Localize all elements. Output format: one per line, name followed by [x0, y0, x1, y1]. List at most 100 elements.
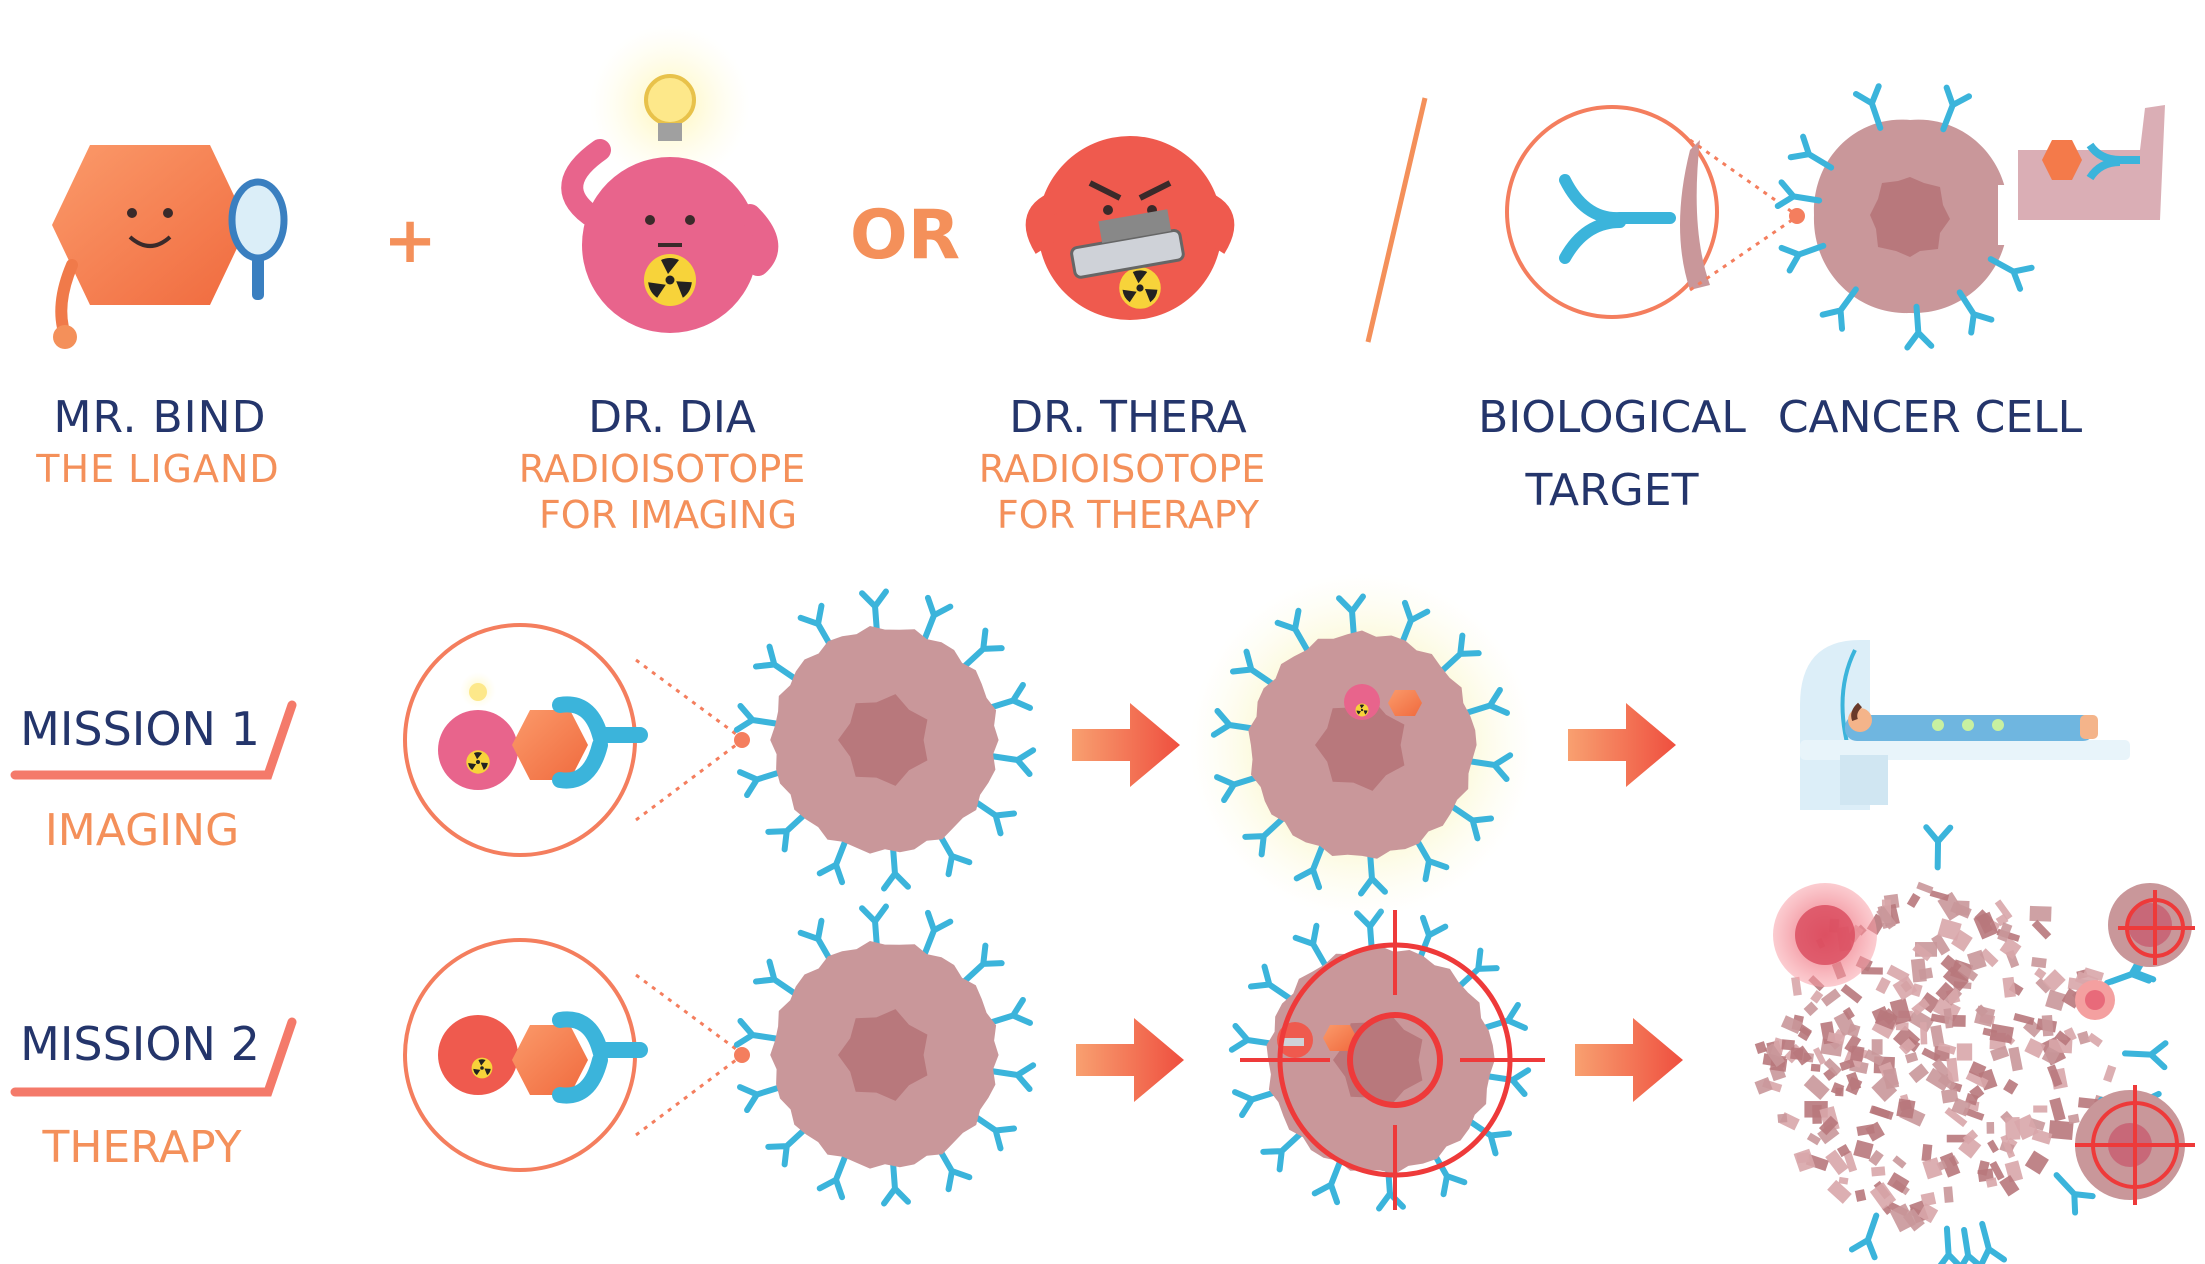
cell-fragment — [2031, 956, 2047, 969]
cell-fragment — [1962, 1107, 1985, 1121]
cell-fragment — [2054, 1030, 2071, 1046]
receptor — [985, 996, 1033, 1027]
cell-fragment — [2024, 1037, 2046, 1059]
receptor — [1937, 1225, 1962, 1264]
cell-fragment — [1871, 1166, 1886, 1177]
cell-fragment — [1958, 1135, 1982, 1159]
mission-1-title: MISSION 1 — [20, 702, 260, 756]
receptor — [752, 643, 799, 683]
plus-sign: + — [383, 204, 437, 278]
cell-fragment — [1929, 890, 1950, 902]
cell-fragment — [1989, 1023, 2014, 1044]
cell-fragment — [1920, 1191, 1937, 1207]
receptor — [797, 602, 835, 650]
cell-fragment — [1943, 1008, 1954, 1029]
receptor — [1242, 815, 1286, 858]
cell-fragment — [1898, 1038, 1916, 1055]
cell-fragment — [1921, 1144, 1933, 1162]
receptor — [1778, 242, 1827, 274]
cell-fragment — [1839, 1058, 1855, 1071]
cell-fragment — [1906, 893, 1921, 909]
receptor — [1462, 686, 1510, 717]
cell-fragment — [2013, 1012, 2035, 1026]
cell-fragment — [1865, 1121, 1885, 1142]
divider-slash — [1365, 97, 1428, 343]
or-word: OR — [850, 196, 960, 275]
cell-fragment — [1939, 1152, 1961, 1178]
ligand-binding-inset — [2018, 105, 2165, 220]
cell-fragment — [1889, 1203, 1916, 1233]
dr-thera-name: DR. THERA — [1009, 392, 1247, 443]
cell-fragment — [1974, 909, 1994, 929]
cell-fragment — [1908, 1008, 1935, 1033]
receptor — [1456, 947, 1500, 990]
dying-cells — [1773, 883, 2195, 1205]
cell-fragment — [2041, 1014, 2054, 1037]
cell-fragment — [2048, 1120, 2074, 1140]
cell-fragment — [1849, 1045, 1865, 1062]
receptor — [1940, 84, 1973, 133]
cell-fragment — [2103, 1064, 2117, 1083]
cell-fragment — [1898, 1099, 1912, 1111]
mr-bind-character — [52, 145, 288, 349]
receptor — [859, 588, 889, 636]
cell-nucleus — [838, 694, 928, 786]
receptor — [1448, 802, 1495, 842]
cell-fragment — [2083, 967, 2104, 982]
receptor — [1959, 1226, 1983, 1264]
receptor — [859, 903, 889, 951]
cell-fragment — [1754, 1041, 1768, 1055]
cell-fragment — [1986, 1121, 1995, 1134]
cell-fragment — [1977, 1160, 1990, 1176]
cell-fragment — [1847, 1023, 1861, 1038]
mission-1-binding-zoom — [403, 623, 750, 857]
pet-scanner — [1800, 640, 2130, 810]
cell-fragment — [1942, 966, 1969, 992]
cell-fragment — [1937, 1074, 1957, 1091]
receptor — [1292, 922, 1330, 970]
receptor — [1293, 842, 1326, 891]
arrow-m1-step2 — [1568, 703, 1676, 787]
cell-fragment — [1937, 1042, 1957, 1055]
cell-fragment — [1854, 1189, 1867, 1202]
cell-fragment — [2029, 905, 2052, 922]
receptor — [1774, 179, 1823, 210]
receptor — [816, 1152, 849, 1201]
cell-fragment — [1892, 1155, 1907, 1169]
receptor — [733, 703, 782, 733]
receptor — [881, 844, 911, 892]
cell-fragment — [1919, 1022, 1928, 1045]
receptor — [733, 1018, 782, 1048]
cell-fragment — [1911, 998, 1930, 1016]
cell-fragment — [1930, 1024, 1945, 1047]
cell-fragment — [1994, 899, 2013, 921]
cell-fragment — [2000, 1134, 2016, 1159]
receptor — [1466, 1117, 1513, 1157]
cell-fragment — [2041, 1046, 2060, 1065]
target-label-line2: TARGET — [1525, 465, 1699, 516]
cell-fragment — [1813, 1047, 1827, 1065]
receptor — [816, 837, 849, 886]
cell-fragment — [1835, 1087, 1844, 1097]
cell-fragment — [1827, 1031, 1846, 1045]
cell-fragment — [2008, 1046, 2023, 1072]
mission-1-header: MISSION 1 IMAGING — [10, 700, 297, 856]
receptor — [971, 797, 1018, 837]
cell-fragment — [1868, 1149, 1884, 1166]
cell-fragment — [1887, 1172, 1910, 1194]
cell-fragment — [1918, 1203, 1939, 1224]
dr-thera-role-line2: FOR THERAPY — [997, 493, 1260, 537]
cell-fragment — [1937, 918, 1962, 941]
receptor — [1260, 1130, 1304, 1173]
receptor — [1904, 303, 1935, 351]
cell-fragment — [1817, 1122, 1840, 1145]
cell-fragment — [1853, 1139, 1874, 1160]
cell-fragment — [1827, 1179, 1852, 1204]
cell-fragment — [1875, 976, 1891, 995]
cell-fragment — [2067, 1113, 2080, 1125]
cell-fragment — [1823, 1057, 1842, 1076]
arrow-m1-step1 — [1072, 703, 1180, 787]
dr-dia-character — [561, 25, 779, 333]
dr-dia-role-line1: RADIOISOTOPE — [519, 447, 806, 491]
